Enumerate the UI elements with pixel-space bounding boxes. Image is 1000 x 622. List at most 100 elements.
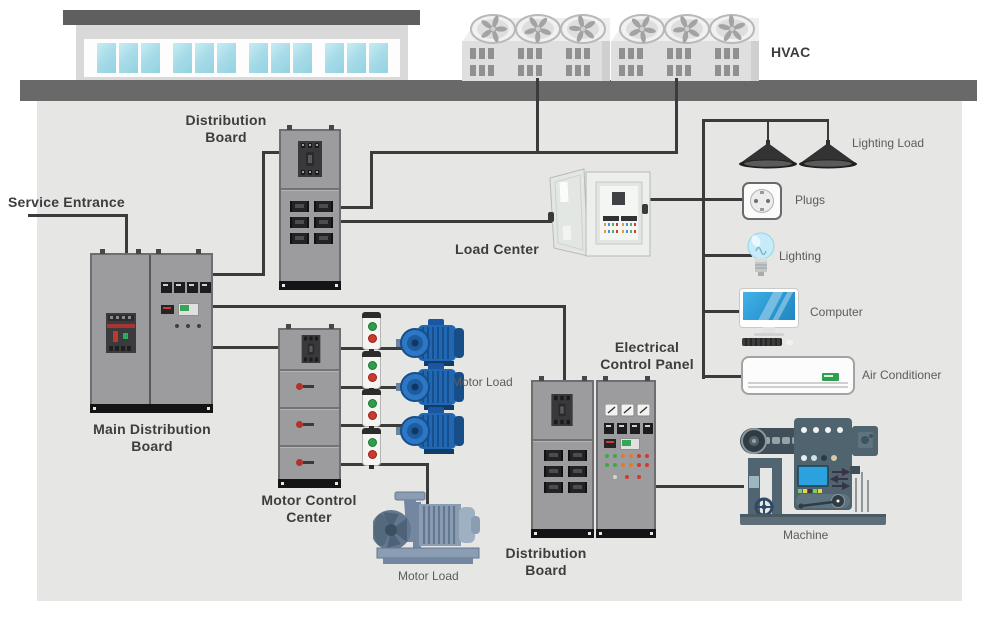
distribution-board-bottom-cabinet (531, 376, 594, 538)
wire-lamp-bar (702, 119, 829, 122)
wire-hvac-drop-1 (536, 78, 539, 154)
wire-db-to-load-center (340, 220, 552, 223)
pendant-lamp-icon (739, 140, 797, 169)
window-icon (324, 43, 344, 73)
industrial-machine-icon (740, 418, 886, 525)
fan-icon (619, 14, 755, 44)
electric-motor-icon (396, 319, 464, 366)
window-icon (96, 43, 116, 73)
window-icon (194, 43, 214, 73)
wire-mdb-to-mcc (212, 346, 280, 349)
electrical-control-panel-cabinet (596, 376, 656, 538)
branch-breaker-icon (314, 233, 333, 244)
wire-mcc-to-pump (426, 463, 429, 507)
label-main-distribution-board: Main Distribution Board (93, 421, 211, 454)
label-distribution-board-top: Distribution Board (185, 112, 267, 145)
wire-mdb-to-ecp (212, 305, 566, 308)
wire-branch-riser (702, 119, 705, 379)
branch-breaker-icon (314, 217, 333, 228)
motor-starter-icon (362, 351, 381, 392)
hvac-unit-icon (462, 14, 610, 81)
label-motor-load-motors: Motor Load (452, 375, 513, 389)
wire-mdb-to-distribution-board (212, 273, 265, 276)
panel-meter-icon (187, 282, 198, 293)
branch-breaker-icon (544, 466, 563, 477)
plc-display-icon (620, 438, 640, 450)
branch-breaker-icon (290, 217, 309, 228)
branch-breaker-icon (568, 450, 587, 461)
motor-starter-icon (362, 312, 381, 353)
window-icon (368, 43, 388, 73)
wire-service-entrance (125, 214, 128, 255)
wire-mcc-to-pump (340, 463, 429, 466)
panel-meter-icon (161, 282, 172, 293)
wire-db-to-hvac (370, 151, 373, 209)
digital-display-icon (604, 439, 616, 448)
label-plugs: Plugs (795, 193, 826, 207)
panel-meter-icon (200, 282, 211, 293)
wire-load-center-to-branch (648, 198, 745, 201)
motor-starter-icon (362, 428, 381, 469)
hvac-unit-icon (611, 14, 759, 81)
branch-breaker-icon (568, 482, 587, 493)
panel-meter-icon (643, 423, 653, 434)
distribution-board-top-cabinet (279, 125, 341, 290)
monitor-base (754, 333, 784, 336)
window-icon (346, 43, 366, 73)
window-icon (248, 43, 268, 73)
wire-hvac-drop-2 (675, 78, 678, 154)
label-computer: Computer (810, 305, 863, 319)
label-lighting: Lighting (779, 249, 822, 263)
motor-control-center-cabinet (278, 324, 341, 488)
branch-breaker-icon (314, 201, 333, 212)
electric-motor-icon (396, 363, 464, 410)
centrifugal-pump-icon (373, 491, 480, 564)
wire-lamp-cord (827, 122, 829, 145)
wire-service-entrance (28, 214, 126, 217)
ceiling-beam (20, 80, 977, 101)
label-machine: Machine (783, 528, 829, 542)
window-icon (140, 43, 160, 73)
panel-meter-icon (617, 423, 627, 434)
panel-meter-icon (630, 423, 640, 434)
label-distribution-board-bottom: Distribution Board (505, 545, 587, 578)
panel-meter-icon (604, 423, 614, 434)
label-motor-load-pump: Motor Load (398, 569, 459, 583)
main-distribution-board-cabinet (90, 249, 213, 413)
label-hvac: HVAC (771, 44, 811, 60)
window-icon (216, 43, 236, 73)
analog-gauge-icon (605, 404, 650, 417)
wire-to-air-conditioner (702, 375, 743, 378)
wire-to-computer (702, 310, 743, 313)
load-center-icon (548, 168, 651, 257)
wire-to-lighting (702, 254, 752, 257)
wire-mdb-to-distribution-board (262, 151, 281, 154)
wire-lamp-cord (767, 122, 769, 145)
monitor-stand (763, 327, 775, 334)
electric-motor-icon (396, 407, 464, 454)
branch-breaker-icon (568, 466, 587, 477)
branch-breaker-icon (544, 482, 563, 493)
label-air-conditioner: Air Conditioner (862, 368, 942, 382)
panel-meter-icon (174, 282, 185, 293)
wire-db-to-hvac (370, 151, 678, 154)
breaker-icon (301, 335, 321, 363)
fan-icon (470, 14, 606, 44)
window-icon (172, 43, 192, 73)
main-breaker-icon (106, 313, 136, 353)
motor-starter-icon (362, 389, 381, 430)
window-icon (118, 43, 138, 73)
air-conditioner-icon (741, 356, 855, 395)
pendant-lamp-icon (799, 140, 857, 169)
branch-breaker-icon (290, 233, 309, 244)
wire-db-to-hvac (340, 206, 373, 209)
window-icon (292, 43, 312, 73)
digital-display-icon (161, 305, 174, 314)
keyboard-icon (742, 338, 782, 346)
building-window-band (84, 39, 400, 77)
wire-ecp-to-machine (655, 485, 744, 488)
label-electrical-control-panel: Electrical Control Panel (600, 339, 694, 372)
breaker-icon (551, 394, 573, 426)
computer-monitor-icon (740, 289, 798, 327)
